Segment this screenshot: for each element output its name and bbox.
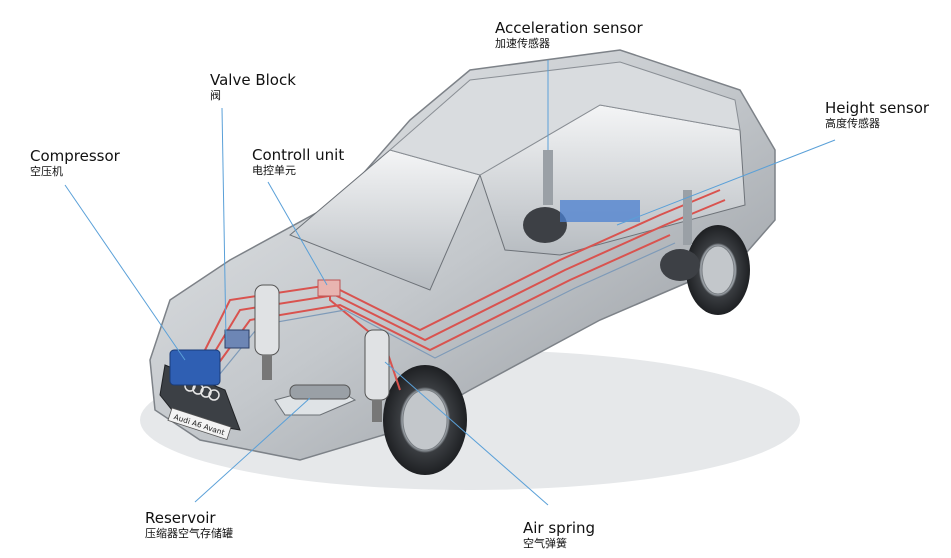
leader-air-spring [384,361,549,506]
roof [388,61,741,176]
label-control-unit-zh: 电控单元 [252,164,296,178]
leader-reservoir [194,397,311,503]
label-height-sensor-zh: 高度传感器 [825,117,880,131]
rear-right-air-spring [660,190,700,281]
leader-height-sensor [616,139,836,226]
label-reservoir: Reservoir 压缩器空气存储罐 [145,509,233,541]
reservoir-tank [289,384,351,400]
label-reservoir-zh: 压缩器空气存储罐 [145,527,233,541]
label-acceleration-sensor-en: Acceleration sensor [495,19,643,37]
leader-compressor [64,184,186,361]
label-compressor-zh: 空压机 [30,165,63,179]
signal-lines [214,242,676,381]
valve-block-unit [224,329,250,349]
label-valve-block-zh: 阀 [210,89,221,103]
rear-axle-carrier [560,200,640,222]
control-unit-box [317,279,341,297]
label-height-sensor: Height sensor 高度传感器 [825,99,930,131]
label-height-sensor-en: Height sensor [825,99,930,117]
rear-left-air-spring [523,150,567,243]
label-compressor-en: Compressor [30,147,120,165]
leader-control-unit [267,181,328,286]
leader-valve-block [221,107,227,341]
label-air-spring: Air spring 空气弹簧 [523,519,596,551]
label-valve-block-en: Valve Block [210,71,296,89]
label-acceleration-sensor-zh: 加速传感器 [495,37,550,51]
label-compressor: Compressor 空压机 [30,147,120,179]
leader-lines [64,60,836,506]
label-reservoir-en: Reservoir [145,509,216,527]
label-acceleration-sensor: Acceleration sensor 加速传感器 [495,19,643,51]
label-valve-block: Valve Block 阀 [210,71,296,103]
front-wheel [383,365,467,475]
rear-wheel [686,225,750,315]
label-air-spring-en: Air spring [523,519,596,537]
label-control-unit: Controll unit 电控单元 [252,146,345,178]
compressor-unit [169,349,221,386]
label-control-unit-en: Controll unit [252,146,345,164]
front-left-air-spring [254,284,280,380]
label-air-spring-zh: 空气弹簧 [523,537,567,551]
